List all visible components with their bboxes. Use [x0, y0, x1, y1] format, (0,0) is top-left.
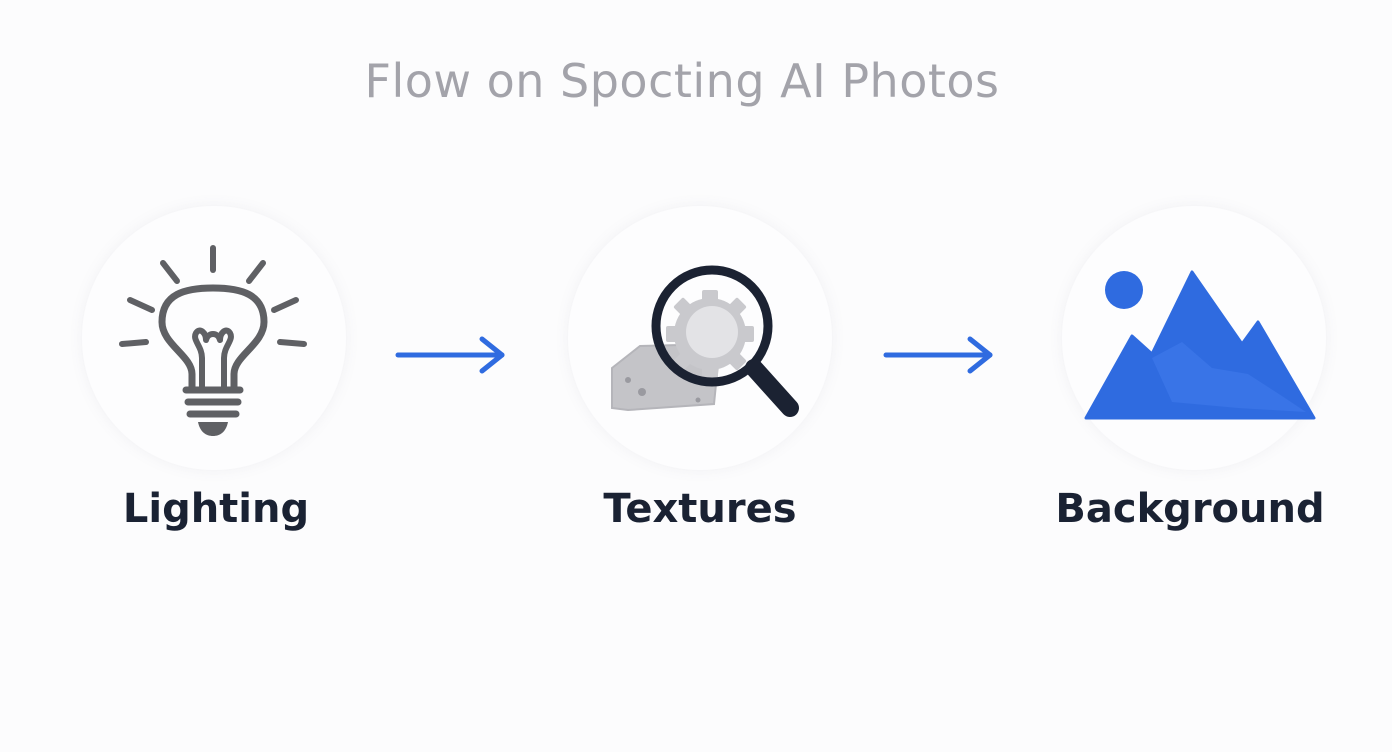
lightbulb-icon — [119, 245, 307, 436]
lighting-step-circle — [82, 206, 346, 470]
magnifier-texture-icon — [611, 265, 799, 417]
arrow-right-icon — [883, 336, 993, 374]
step-label-textures: Textures — [603, 486, 797, 532]
step-label-background: Background — [1055, 486, 1325, 532]
textures-step-circle — [568, 206, 832, 470]
step-label-lighting: Lighting — [122, 486, 310, 532]
arrow-right-icon — [395, 336, 505, 374]
diagram-title: Flow on Spocting AI Photos — [364, 54, 1000, 108]
background-step-circle — [1062, 206, 1326, 470]
mountain-landscape-icon — [1084, 270, 1316, 420]
